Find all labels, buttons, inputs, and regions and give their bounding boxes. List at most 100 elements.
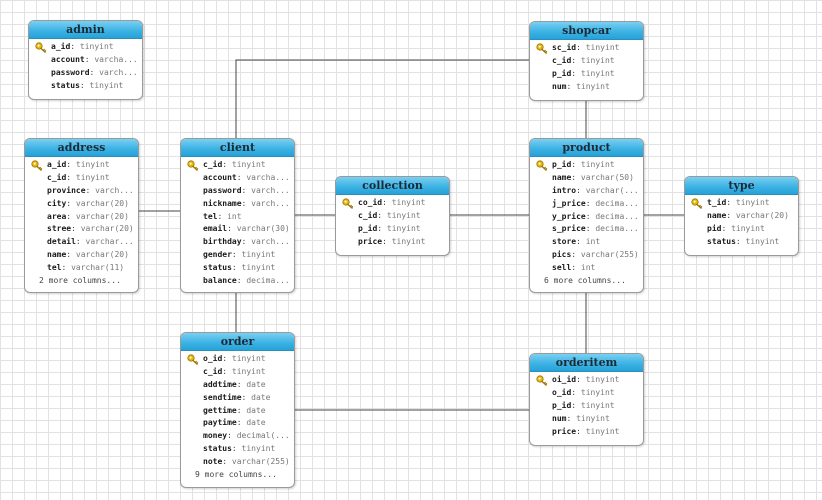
more-columns-link[interactable]: 2 more columns... <box>39 276 121 286</box>
table-column[interactable]: name: varchar(20) <box>685 210 798 223</box>
more-columns-link[interactable]: 9 more columns... <box>195 470 277 480</box>
table-column[interactable]: price: tinyint <box>530 426 643 439</box>
column-type: varch... <box>99 67 138 77</box>
column-type: tinyint <box>79 42 114 51</box>
table-title[interactable]: shopcar <box>530 22 643 40</box>
table-column[interactable]: num: tinyint <box>530 413 643 426</box>
table-column[interactable]: addtime: date <box>181 379 294 392</box>
table-column[interactable]: detail: varchar... <box>25 236 138 249</box>
table-column[interactable]: name: varchar(20) <box>25 249 138 262</box>
table-column[interactable]: c_id: tinyint <box>25 172 138 185</box>
table-column[interactable]: status: tinyint <box>29 80 142 93</box>
table-column[interactable]: password: varch... <box>29 67 142 80</box>
column-name: t_id <box>707 198 727 207</box>
table-column[interactable]: tel: int <box>181 211 294 224</box>
table-column[interactable]: p_id: tinyint <box>530 400 643 413</box>
table-title[interactable]: type <box>685 177 798 195</box>
primary-key-column[interactable]: a_id: tinyint <box>29 41 142 54</box>
primary-key-column[interactable]: a_id: tinyint <box>25 159 138 172</box>
primary-key-column[interactable]: co_id: tinyint <box>336 197 449 210</box>
table-column[interactable]: sendtime: date <box>181 392 294 405</box>
primary-key-column[interactable]: c_id: tinyint <box>181 159 294 172</box>
table-column[interactable]: c_id: tinyint <box>181 366 294 379</box>
table-column[interactable]: sell: int <box>530 262 643 275</box>
primary-key-column[interactable]: t_id: tinyint <box>685 197 798 210</box>
table-column[interactable]: o_id: tinyint <box>530 387 643 400</box>
table-title[interactable]: orderitem <box>530 354 643 372</box>
primary-key-column[interactable]: p_id: tinyint <box>530 159 643 172</box>
column-separator: : <box>382 198 392 207</box>
table-column[interactable]: gettime: date <box>181 405 294 418</box>
table-column[interactable]: paytime: date <box>181 417 294 430</box>
table-title[interactable]: collection <box>336 177 449 195</box>
table-column[interactable]: account: varcha... <box>29 54 142 67</box>
column-separator: : <box>222 354 232 363</box>
table-column[interactable]: status: tinyint <box>181 443 294 456</box>
table-column[interactable]: status: tinyint <box>181 262 294 275</box>
column-name: o_id <box>203 354 223 363</box>
table-column[interactable]: pid: tinyint <box>685 223 798 236</box>
primary-key-icon <box>187 160 199 171</box>
table-column[interactable]: gender: tinyint <box>181 249 294 262</box>
table-column[interactable]: password: varch... <box>181 185 294 198</box>
column-type: tinyint <box>391 236 426 246</box>
table-column[interactable]: p_id: tinyint <box>530 68 643 81</box>
table-title[interactable]: address <box>25 139 138 157</box>
table-column[interactable]: area: varchar(20) <box>25 211 138 224</box>
table-column[interactable]: price: tinyint <box>336 236 449 249</box>
table-column[interactable]: p_id: tinyint <box>336 223 449 236</box>
primary-key-column[interactable]: oi_id: tinyint <box>530 374 643 387</box>
table-column[interactable]: nickname: varch... <box>181 198 294 211</box>
table-column[interactable]: tel: varchar(11) <box>25 262 138 275</box>
table-column[interactable]: birthday: varch... <box>181 236 294 249</box>
table-column[interactable]: c_id: tinyint <box>530 55 643 68</box>
column-name: p_id <box>552 400 572 410</box>
table-column[interactable]: status: tinyint <box>685 236 798 249</box>
column-separator: : <box>576 375 586 384</box>
column-name: status <box>203 444 232 454</box>
table-column[interactable]: stree: varchar(20) <box>25 223 138 236</box>
table-column[interactable]: balance: decima... <box>181 275 294 288</box>
table-column[interactable]: pics: varchar(255) <box>530 249 643 262</box>
primary-key-column[interactable]: sc_id: tinyint <box>530 42 643 55</box>
table-title[interactable]: product <box>530 139 643 157</box>
table-column[interactable]: c_id: tinyint <box>336 210 449 223</box>
table-column[interactable]: money: decimal(... <box>181 430 294 443</box>
column-separator: : <box>66 172 76 182</box>
primary-key-column[interactable]: o_id: tinyint <box>181 353 294 366</box>
table-column[interactable]: y_price: decima... <box>530 211 643 224</box>
column-name: c_id <box>203 160 223 169</box>
more-columns-link[interactable]: 6 more columns... <box>544 276 626 286</box>
table-column[interactable]: s_price: decima... <box>530 223 643 236</box>
column-type: varchar(50) <box>580 172 634 182</box>
table-title[interactable]: client <box>181 139 294 157</box>
table-column[interactable]: j_price: decima... <box>530 198 643 211</box>
column-type: tinyint <box>580 387 615 397</box>
table-column[interactable]: account: varcha... <box>181 172 294 185</box>
table-column[interactable]: note: varchar(255) <box>181 456 294 469</box>
table-column[interactable]: city: varchar(20) <box>25 198 138 211</box>
table-column[interactable]: store: int <box>530 236 643 249</box>
table-column[interactable]: province: varch... <box>25 185 138 198</box>
table-column[interactable]: intro: varchar(... <box>530 185 643 198</box>
table-title[interactable]: order <box>181 333 294 351</box>
column-name: price <box>552 426 577 436</box>
table-title[interactable]: admin <box>29 21 142 39</box>
table-column[interactable]: num: tinyint <box>530 81 643 94</box>
table-column[interactable]: email: varchar(30) <box>181 223 294 236</box>
table-column[interactable]: name: varchar(50) <box>530 172 643 185</box>
column-name: status <box>707 236 736 246</box>
